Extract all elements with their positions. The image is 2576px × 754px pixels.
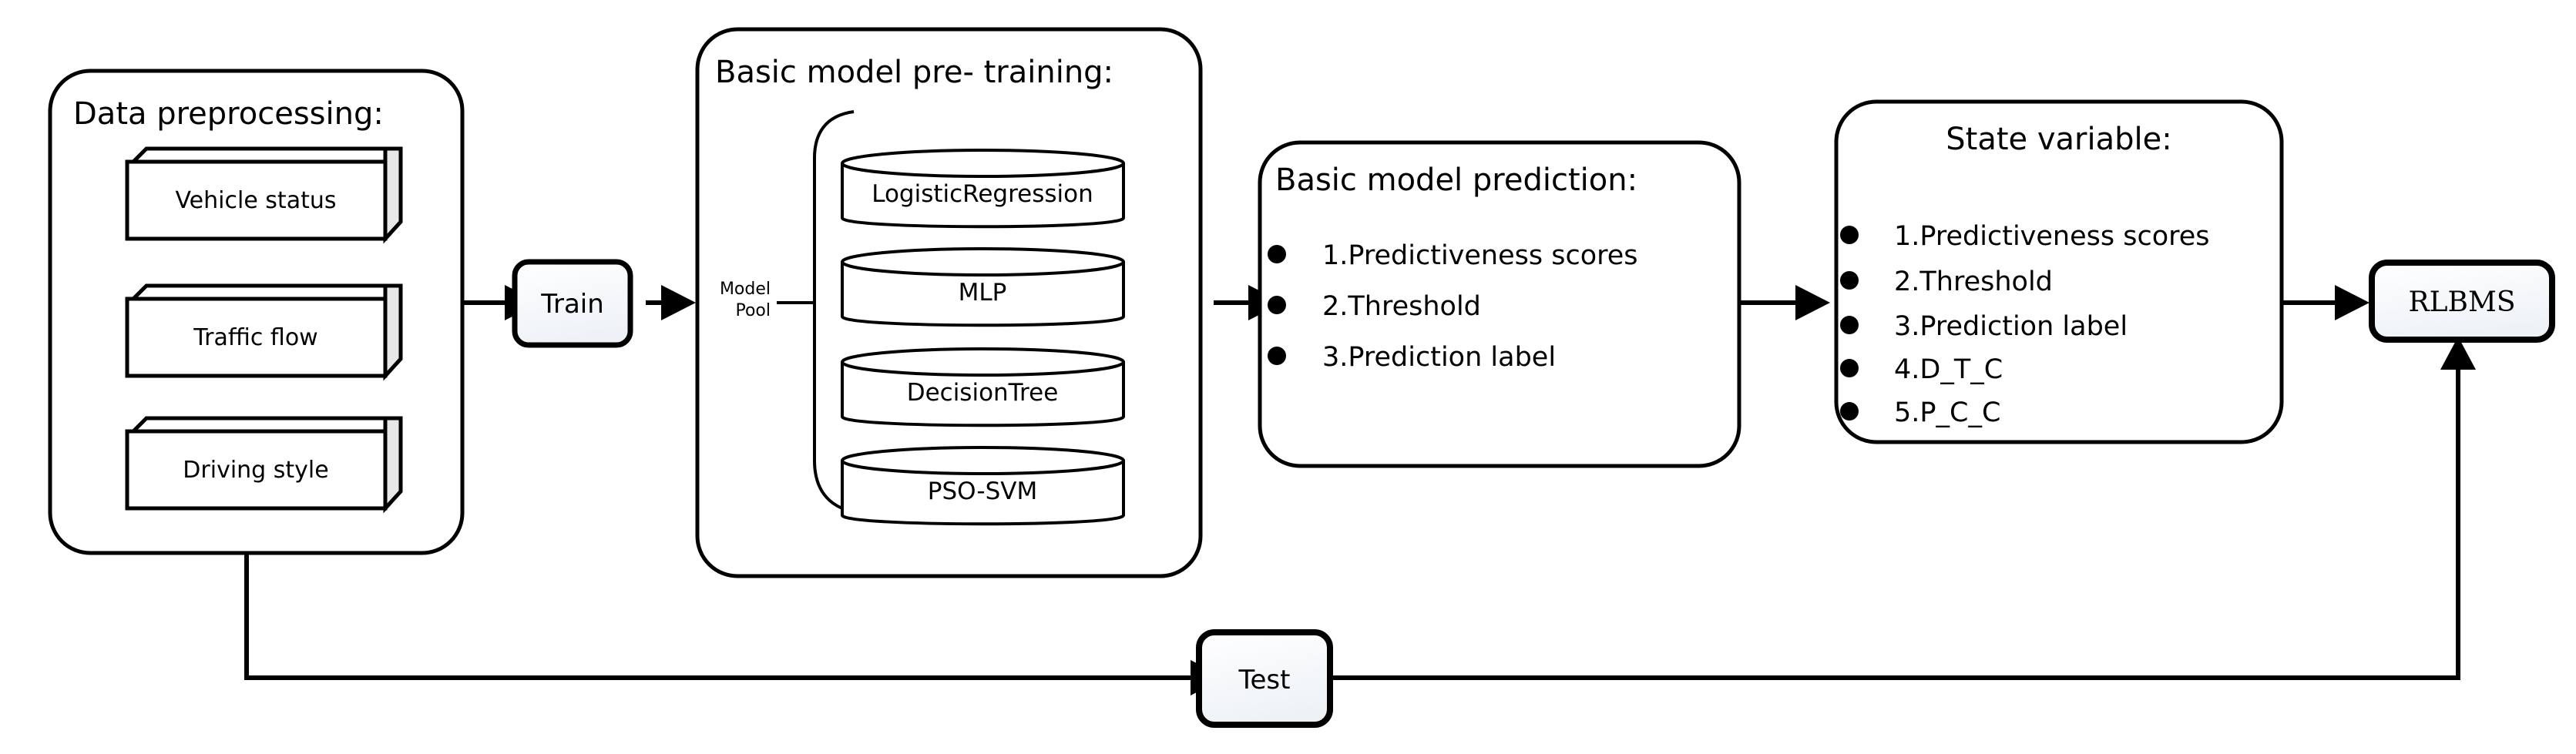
preprocessing-box-traffic-flow[interactable]: Traffic flow	[125, 283, 403, 381]
preprocessing-box-label-0: Vehicle status	[175, 187, 336, 214]
pretraining-panel-title: Basic model pre- training:	[715, 55, 1113, 90]
preprocessing-box-vehicle-status[interactable]: Vehicle status	[125, 146, 403, 244]
bullet-icon	[1268, 347, 1286, 365]
rlbms-node-box[interactable]	[2369, 260, 2555, 343]
feedback-path-test-to-rlbms	[1329, 337, 2476, 680]
bullet-icon	[1840, 402, 1859, 421]
arrow-state-to-rlbms	[2281, 285, 2369, 320]
state-item-label-4: 5.P_C_C	[1894, 397, 2000, 428]
train-node-label: Train	[540, 289, 604, 320]
state-list-item: 4.D_T_C	[1840, 354, 2003, 385]
rlbms-node-label: RLBMS	[2409, 287, 2516, 318]
model-pool-bracket	[777, 110, 856, 514]
model-pool-label-line1: Model	[720, 280, 771, 299]
model-cylinder-label-2: DecisionTree	[907, 379, 1059, 407]
prediction-item-label-2: 3.Prediction label	[1322, 342, 1556, 373]
state-list-item: 2.Threshold	[1840, 266, 2053, 297]
state-panel-title: State variable:	[1946, 122, 2171, 157]
preprocessing-box-driving-style[interactable]: Driving style	[125, 416, 403, 514]
model-cylinder-mlp[interactable]: MLP	[841, 247, 1125, 327]
preprocessing-box-label-2: Driving style	[183, 457, 328, 484]
arrow-prediction-to-state	[1738, 285, 1830, 320]
state-list-item: 3.Prediction label	[1840, 311, 2128, 342]
prediction-panel-title: Basic model prediction:	[1275, 163, 1637, 198]
state-item-label-0: 1.Predictiveness scores	[1894, 221, 2210, 252]
model-cylinder-decision-tree[interactable]: DecisionTree	[841, 347, 1125, 427]
prediction-item-label-0: 1.Predictiveness scores	[1322, 240, 1638, 271]
model-pool-label-line2: Pool	[735, 301, 771, 320]
state-list-item: 1.Predictiveness scores	[1840, 221, 2210, 252]
arrow-train-to-pretraining	[646, 285, 696, 320]
prediction-list-item: 2.Threshold	[1268, 291, 1481, 322]
bullet-icon	[1840, 226, 1859, 244]
model-cylinder-label-3: PSO-SVM	[928, 478, 1037, 505]
prediction-item-label-1: 2.Threshold	[1322, 291, 1481, 322]
state-item-label-3: 4.D_T_C	[1894, 354, 2003, 385]
train-node-box[interactable]	[512, 259, 633, 348]
prediction-panel-outline	[1258, 140, 1741, 468]
bullet-icon	[1840, 359, 1859, 377]
model-cylinder-pso-svm[interactable]: PSO-SVM	[841, 446, 1125, 526]
prediction-list-item: 3.Prediction label	[1268, 342, 1556, 373]
state-item-label-2: 3.Prediction label	[1894, 311, 2128, 342]
preprocessing-box-label-1: Traffic flow	[193, 324, 317, 351]
state-item-label-1: 2.Threshold	[1894, 266, 2053, 297]
test-node-box[interactable]	[1196, 629, 1333, 728]
bullet-icon	[1268, 296, 1286, 314]
bullet-icon	[1268, 245, 1286, 263]
test-node-label: Test	[1238, 665, 1291, 695]
model-cylinder-label-1: MLP	[959, 279, 1007, 307]
bullet-icon	[1840, 316, 1859, 334]
state-list-item: 5.P_C_C	[1840, 397, 2000, 428]
model-cylinder-logistic-regression[interactable]: LogisticRegression	[841, 149, 1125, 229]
preprocessing-panel-title: Data preprocessing:	[73, 96, 384, 132]
model-cylinder-label-0: LogisticRegression	[872, 180, 1093, 208]
prediction-list-item: 1.Predictiveness scores	[1268, 240, 1638, 271]
state-panel-outline	[1834, 99, 2284, 444]
bullet-icon	[1840, 271, 1859, 290]
